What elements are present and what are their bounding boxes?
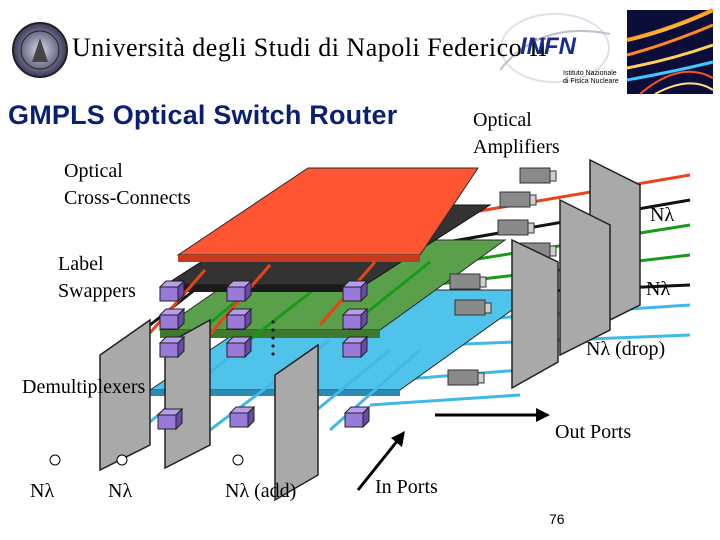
amplifier-box bbox=[449, 273, 487, 290]
n-lambda-drop-label: Nλ (drop) bbox=[586, 338, 666, 360]
swapper-cube bbox=[156, 407, 184, 431]
infn-subtitle: Istituto Nazionale di Fisica Nucleare bbox=[563, 70, 619, 85]
n-lambda-add-label: Nλ (add) bbox=[225, 480, 297, 502]
swapper-cube bbox=[158, 335, 186, 359]
input-port-circle bbox=[49, 454, 61, 466]
in-ports-label: In Ports bbox=[375, 476, 438, 498]
infn-logo-text: INFN bbox=[520, 33, 576, 60]
input-port-circle bbox=[116, 454, 128, 466]
out-ports-label: Out Ports bbox=[555, 421, 632, 443]
label-swappers-label-line1: Label bbox=[58, 253, 104, 275]
amplifier-box bbox=[454, 299, 492, 316]
infn-logo bbox=[499, 13, 611, 83]
n-lambda-top-label: Nλ bbox=[650, 204, 675, 226]
amplifier-box bbox=[499, 191, 537, 208]
swapper-cube bbox=[158, 307, 186, 331]
page-title: GMPLS Optical Switch Router bbox=[8, 100, 398, 130]
optical-fibers-photo bbox=[626, 8, 714, 95]
swapper-cube bbox=[341, 335, 369, 359]
swapper-cube bbox=[343, 405, 371, 429]
swapper-cube bbox=[341, 307, 369, 331]
input-port-circle bbox=[232, 454, 244, 466]
output-multiplexer-panels bbox=[511, 158, 641, 390]
n-lambda-mid-label: Nλ bbox=[646, 278, 671, 300]
optical-amplifiers-label-line1: Optical bbox=[473, 109, 532, 131]
n-lambda-left1-label: Nλ bbox=[30, 480, 55, 502]
swapper-cube bbox=[225, 307, 253, 331]
out-ports-arrow bbox=[435, 408, 550, 422]
university-name: Università degli Studi di Napoli Federic… bbox=[72, 33, 548, 62]
label-swappers-label-line2: Swappers bbox=[58, 280, 136, 302]
swapper-cube bbox=[228, 405, 256, 429]
input-demultiplexer-panels bbox=[99, 318, 319, 502]
swapper-cube bbox=[225, 279, 253, 303]
swapper-cube bbox=[225, 335, 253, 359]
cross-connect-layer bbox=[176, 167, 479, 262]
amplifier-box bbox=[519, 167, 557, 184]
input-port-circles bbox=[49, 454, 244, 466]
demultiplexers-label: Demultiplexers bbox=[22, 376, 146, 398]
ellipsis-dots bbox=[271, 320, 275, 356]
amplifier-box bbox=[447, 369, 485, 386]
swapper-cube bbox=[341, 279, 369, 303]
label-swapper-cubes bbox=[156, 279, 371, 431]
amplifier-box bbox=[497, 219, 535, 236]
n-lambda-left2-label: Nλ bbox=[108, 480, 133, 502]
university-seal-logo bbox=[12, 22, 68, 78]
in-ports-arrow bbox=[356, 431, 405, 491]
page-number: 76 bbox=[549, 511, 565, 527]
swapper-cube bbox=[158, 279, 186, 303]
optical-cross-connects-label-line2: Cross-Connects bbox=[64, 187, 191, 209]
optical-amplifiers-label-line2: Amplifiers bbox=[473, 136, 560, 158]
optical-cross-connects-label-line1: Optical bbox=[64, 160, 123, 182]
